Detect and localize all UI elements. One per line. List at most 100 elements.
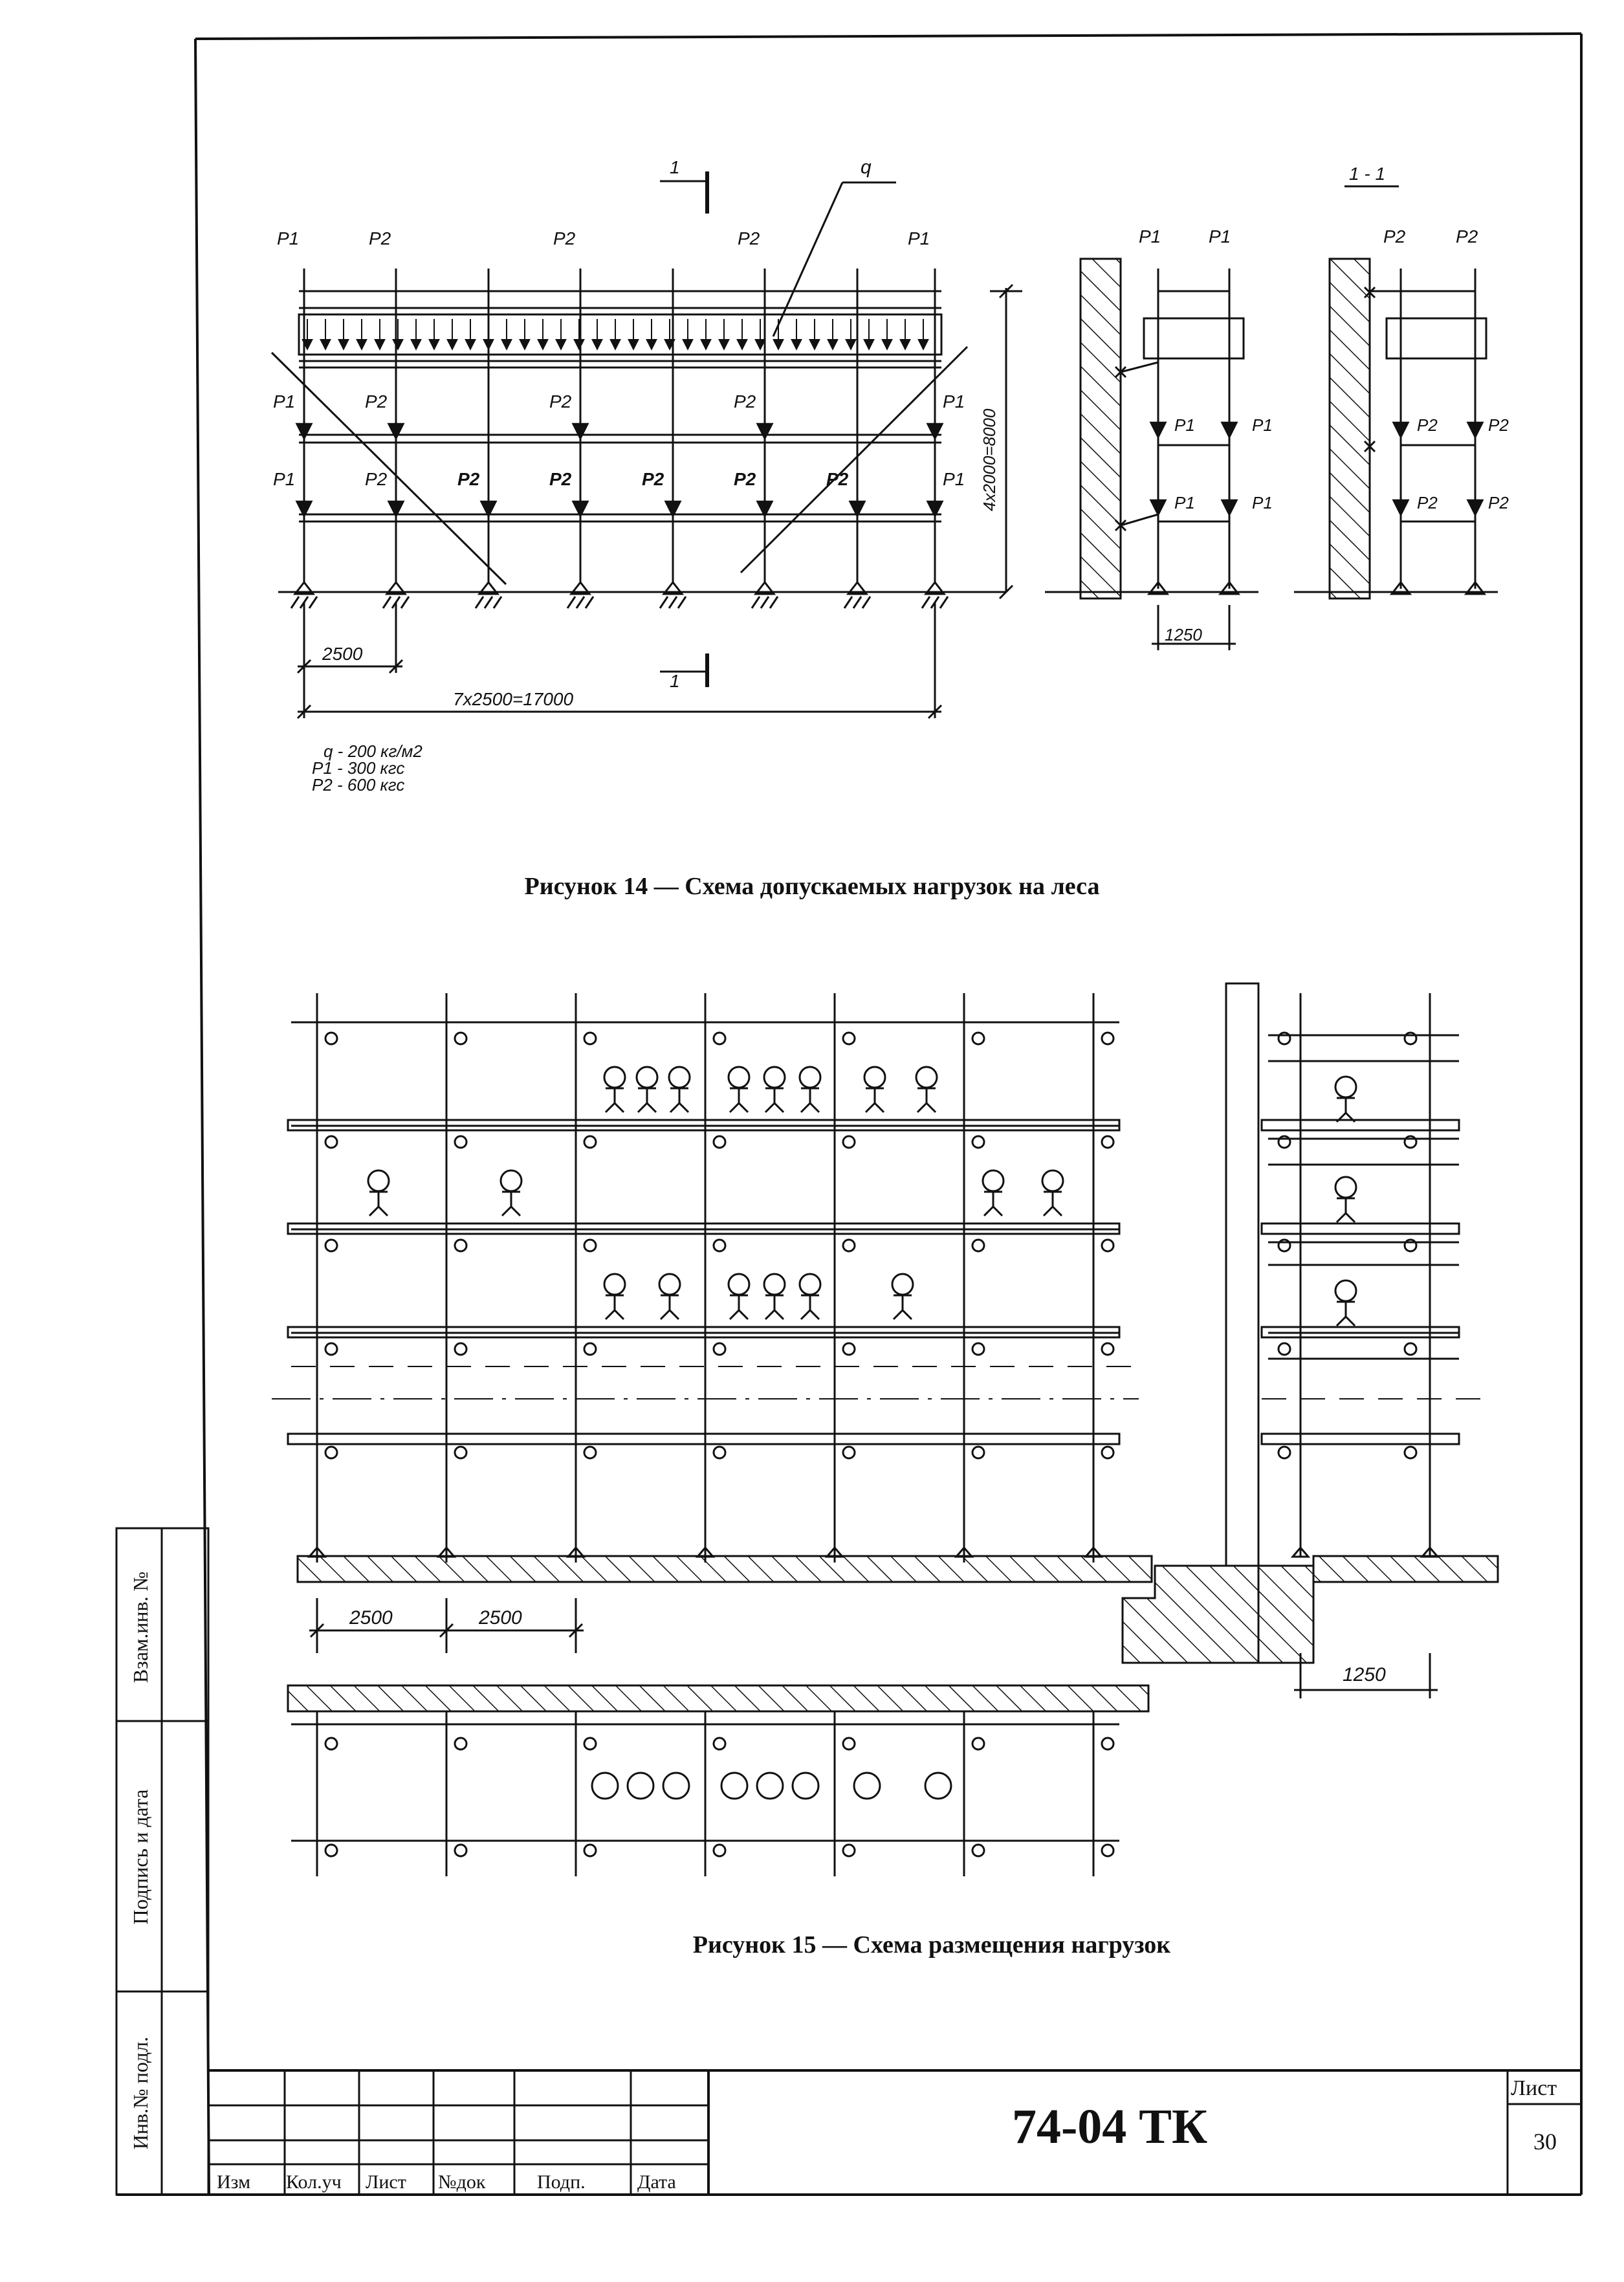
post-marker <box>454 1238 468 1253</box>
row-load-label: P2 <box>549 469 572 489</box>
post-marker <box>971 1445 985 1460</box>
worker-head <box>798 1273 822 1296</box>
worker-legs <box>800 1101 820 1114</box>
worker-figure <box>1041 1169 1064 1217</box>
worker-figure <box>367 1169 390 1217</box>
ground-hatch-line <box>852 596 862 609</box>
worker-figure <box>763 1273 786 1321</box>
wall-tie-mark <box>1114 519 1127 532</box>
plan-marker <box>712 1737 727 1751</box>
document-code: 74-04 ТК <box>1012 2100 1207 2154</box>
side-view-details <box>1114 286 1487 595</box>
ground-hatch-line <box>290 596 300 609</box>
side-marker <box>1277 1238 1291 1253</box>
worker-legs <box>368 1205 389 1217</box>
building-wall <box>1225 982 1260 1567</box>
total-dim-label: 7x2500=17000 <box>453 689 574 709</box>
ground-hatch-line <box>483 596 494 609</box>
side-slab <box>1312 1555 1499 1583</box>
col-sheet: Лист <box>366 2171 406 2193</box>
scaffold-posts <box>292 269 947 595</box>
worker-head <box>603 1273 626 1296</box>
side-post-support <box>1420 1546 1440 1558</box>
figure-15-caption: Рисунок 15 — Схема размещения нагрузок <box>693 1931 1170 1958</box>
side-marker <box>1403 1135 1418 1149</box>
side-b-row-load: P2 <box>1488 493 1509 512</box>
worker-head <box>367 1169 390 1192</box>
row-load-label: P2 <box>365 391 388 411</box>
ground-hatch-line <box>769 596 779 609</box>
row-load-label: P2 <box>734 469 756 489</box>
side-marker <box>1277 1342 1291 1356</box>
deck-board <box>287 1119 1121 1132</box>
ground-hatch-line <box>668 596 678 609</box>
col-date: Дата <box>637 2171 676 2193</box>
worker-legs <box>1335 1111 1356 1123</box>
col-change: Изм <box>217 2171 250 2193</box>
worker-figure <box>763 1066 786 1114</box>
stamp-replacement-inv: Взам.инв. № <box>129 1572 152 1683</box>
worker-head <box>763 1066 786 1089</box>
sheet-label: Лист <box>1511 2076 1557 2100</box>
side-a-top-load: P1 <box>1209 226 1231 247</box>
ground-hatch-line <box>382 596 392 609</box>
worker-position <box>756 1772 784 1800</box>
side-deck <box>1260 1119 1460 1132</box>
worker-legs <box>669 1101 690 1114</box>
top-load-label: P2 <box>369 228 391 248</box>
worker-figure <box>915 1066 938 1114</box>
deck-board <box>287 1326 1121 1339</box>
slab <box>296 1555 1153 1583</box>
post-marker <box>1101 1238 1115 1253</box>
worker-figure <box>727 1066 751 1114</box>
bay-dimension: 2500 7x2500=17000 <box>296 602 943 719</box>
fig15-side-dim: 1250 <box>1343 1664 1386 1685</box>
worker-figure <box>1334 1279 1357 1327</box>
plan-marker <box>1101 1843 1115 1858</box>
row-load-label: P2 <box>457 469 480 489</box>
ground-hatch-line <box>677 596 687 609</box>
title-block <box>209 2069 1581 2195</box>
worker-position <box>591 1772 619 1800</box>
worker-figure <box>891 1273 914 1321</box>
post-marker <box>583 1135 597 1149</box>
side-marker <box>1403 1238 1418 1253</box>
worker-head <box>798 1066 822 1089</box>
worker-head <box>915 1066 938 1089</box>
post-base-support <box>384 580 408 595</box>
side-post-support <box>1464 580 1487 595</box>
figure-14-caption: Рисунок 14 — Схема допускаемых нагрузок … <box>525 873 1100 900</box>
legend-p2: P2 - 600 кгс <box>312 775 404 795</box>
drawing-frame <box>116 32 1583 2196</box>
side-a-row-load: P1 <box>1174 415 1195 435</box>
worker-head <box>1041 1169 1064 1192</box>
side-marker <box>1403 1031 1418 1046</box>
fig15-dim-2: 2500 <box>478 1607 522 1629</box>
side-post-support <box>1147 580 1170 595</box>
figure-14-load-scheme: 1 1 1 - 1 q <box>270 157 1509 795</box>
plan-marker <box>971 1843 985 1858</box>
worker-figure <box>658 1273 681 1321</box>
worker-head <box>1334 1075 1357 1099</box>
worker-legs <box>729 1101 749 1114</box>
worker-legs <box>1335 1315 1356 1327</box>
post-base-support <box>292 580 316 595</box>
ground-hatch-line <box>492 596 503 609</box>
plan-marker <box>1101 1737 1115 1751</box>
plan-marker <box>454 1843 468 1858</box>
top-load-label: P1 <box>277 228 299 248</box>
post-marker <box>842 1238 856 1253</box>
wall-tie-mark <box>1363 440 1376 453</box>
worker-figure <box>798 1273 822 1321</box>
side-marker <box>1277 1445 1291 1460</box>
worker-figure <box>499 1169 523 1217</box>
row-load-label: P2 <box>549 391 572 411</box>
worker-position <box>924 1772 952 1800</box>
post-support <box>695 1546 716 1558</box>
side-b-top-load: P2 <box>1456 226 1478 247</box>
worker-head <box>763 1273 786 1296</box>
worker-head <box>891 1273 914 1296</box>
row-load-label: P2 <box>365 469 388 489</box>
post-marker <box>842 1342 856 1356</box>
side-a-row-load: P1 <box>1174 493 1195 512</box>
